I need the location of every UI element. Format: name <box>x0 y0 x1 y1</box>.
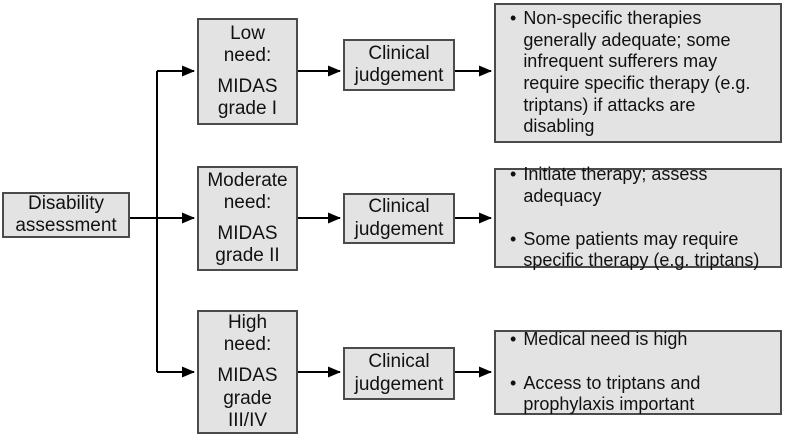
outcome-text: Medical need is high <box>523 329 688 350</box>
outcome-box-3: • Medical need is high • Access to tript… <box>494 329 782 415</box>
outcome-box-1: • Non-specific therapies generally adequ… <box>494 3 782 143</box>
outcome-item: • Non-specific therapies generally adequ… <box>510 8 772 138</box>
outcome-list: • Medical need is high • Access to tript… <box>510 308 772 438</box>
high-need-box: High need: MIDAS grade III/IV <box>197 310 298 434</box>
need-label: Low need: <box>223 22 272 66</box>
judgement-label: Clinical judgement <box>354 351 444 395</box>
outcome-item: • Initiate therapy; assess adequacy <box>510 164 772 207</box>
clinical-judgement-box-3: Clinical judgement <box>343 347 455 400</box>
clinical-judgement-box-2: Clinical judgement <box>343 193 455 244</box>
outcome-item: • Access to triptans and prophylaxis imp… <box>510 373 772 416</box>
outcome-list: • Initiate therapy; assess adequacy • So… <box>510 142 772 293</box>
bullet-icon: • <box>510 8 517 29</box>
connector-lines <box>130 65 492 378</box>
outcome-box-2: • Initiate therapy; assess adequacy • So… <box>494 164 782 270</box>
outcome-text: Some patients may require specific thera… <box>523 228 760 271</box>
disability-assessment-box: Disability assessment <box>2 192 130 238</box>
outcome-text: Initiate therapy; assess adequacy <box>523 164 708 206</box>
judgement-label: Clinical judgement <box>354 42 444 86</box>
judgement-label: Clinical judgement <box>354 196 444 240</box>
outcome-item: • Some patients may require specific the… <box>510 229 772 272</box>
bullet-icon: • <box>510 372 517 393</box>
need-label: High need: <box>223 312 272 356</box>
low-need-box: Low need: MIDAS grade I <box>197 18 298 125</box>
grade-label: MIDAS grade III/IV <box>217 365 278 431</box>
grade-label: MIDAS grade I <box>217 76 278 120</box>
grade-label: MIDAS grade II <box>215 223 280 267</box>
outcome-text: Non-specific therapies generally adequat… <box>523 8 751 137</box>
disability-assessment-label: Disability assessment <box>15 192 117 236</box>
outcome-item: • Medical need is high <box>510 329 772 351</box>
bullet-icon: • <box>510 329 517 350</box>
bullet-icon: • <box>510 228 517 249</box>
outcome-text: Access to triptans and prophylaxis impor… <box>523 372 701 415</box>
need-label: Moderate need: <box>207 169 288 213</box>
outcome-list: • Non-specific therapies generally adequ… <box>510 0 772 159</box>
moderate-need-box: Moderate need: MIDAS grade II <box>197 166 298 271</box>
clinical-judgement-box-1: Clinical judgement <box>343 39 455 91</box>
bullet-icon: • <box>510 164 517 185</box>
